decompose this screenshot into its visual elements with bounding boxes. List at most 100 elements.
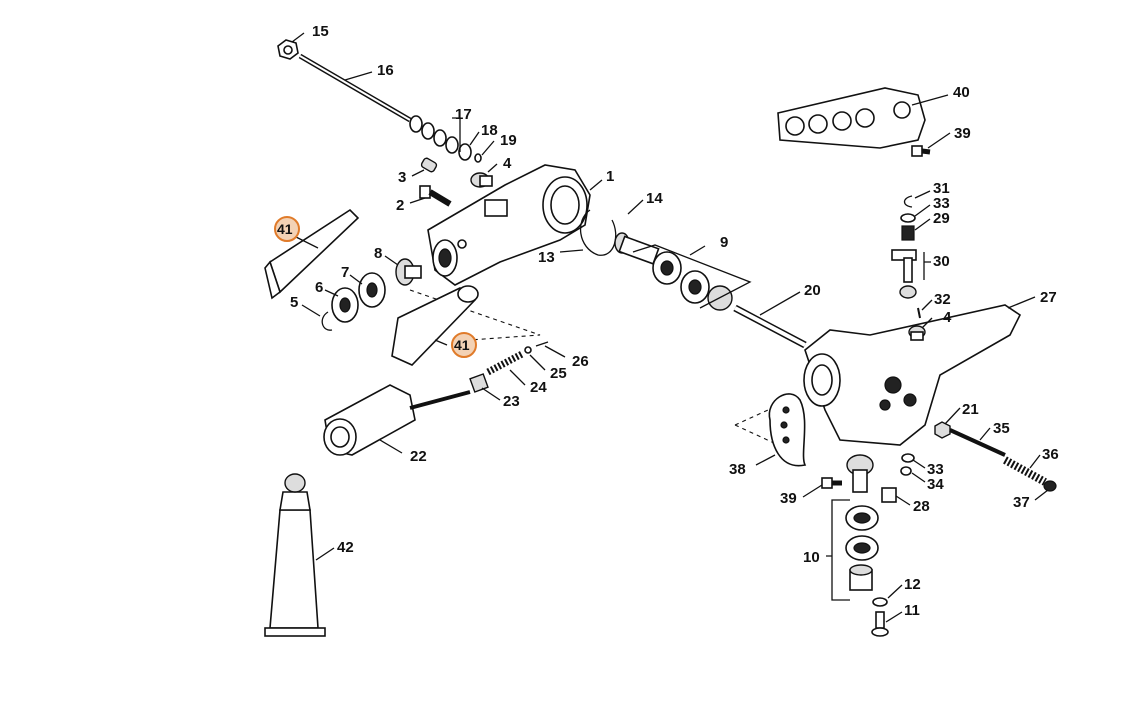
callout-30: 30: [933, 253, 950, 270]
callout-39-bottom: 39: [780, 490, 797, 507]
part-sprocket: [849, 564, 873, 591]
part-26-pin: [535, 341, 549, 347]
callout-1: 1: [606, 168, 614, 185]
part-42-grease-tube: [264, 473, 326, 637]
part-4-plug-top: [470, 172, 493, 188]
callout-8: 8: [374, 245, 382, 262]
part-20-drive-shaft: [733, 304, 807, 349]
callout-40: 40: [953, 84, 970, 101]
callout-41-lower: 41: [454, 337, 470, 353]
part-39-screw-bottom: [821, 477, 842, 489]
part-17-washers: [409, 115, 472, 161]
callout-31: 31: [933, 180, 950, 197]
part-10-bearings: [845, 505, 879, 561]
part-19-ring: [474, 153, 482, 163]
callout-33-bottom: 33: [927, 461, 944, 478]
part-25-ring: [524, 346, 532, 354]
callout-42: 42: [337, 539, 354, 556]
callout-33-top: 33: [933, 195, 950, 212]
callout-5: 5: [290, 294, 298, 311]
part-1-clamp-housing: [427, 164, 591, 286]
part-7-bearing: [358, 272, 386, 308]
assembly-line-tube: [409, 289, 541, 341]
part-24-spring: [486, 350, 524, 376]
highlighted-callout-41-lower: 41: [451, 332, 477, 358]
callout-35: 35: [993, 420, 1010, 437]
callout-4-top: 4: [503, 155, 512, 172]
callout-19: 19: [500, 132, 517, 149]
callout-24: 24: [530, 379, 547, 396]
part-38-cover: [768, 393, 807, 467]
part-5-circlip: [321, 311, 333, 331]
part-15-nut: [277, 39, 299, 60]
part-11-screw: [871, 611, 889, 637]
part-28-sleeve: [881, 487, 897, 503]
callout-12: 12: [904, 576, 921, 593]
callout-34: 34: [927, 476, 944, 493]
part-13-circlip: [579, 209, 617, 256]
callout-25: 25: [550, 365, 567, 382]
callout-2: 2: [396, 197, 404, 214]
callout-labels: 15 16 17 18 19 3 4 2 1 14 9 13 8 7 6 5 2…: [290, 23, 1059, 619]
part-31-circlip: [903, 195, 913, 208]
part-16-threaded-rod: [298, 53, 412, 123]
part-23-nut: [469, 373, 489, 393]
callout-20: 20: [804, 282, 821, 299]
part-27-gear-housing: [803, 304, 1022, 446]
part-32-pin: [917, 307, 921, 319]
part-41-sleeve-tube: [391, 285, 479, 366]
callout-17: 17: [455, 106, 472, 123]
part-33-washer-bottom: [901, 453, 915, 463]
part-4-plug-small: [899, 285, 917, 299]
part-8-gear: [395, 258, 422, 286]
callout-39-top: 39: [954, 125, 971, 142]
part-36-spring: [1003, 456, 1047, 486]
part-33-washer-top: [900, 213, 916, 223]
callout-26: 26: [572, 353, 589, 370]
highlighted-callout-41-upper: 41: [274, 216, 300, 242]
callout-36: 36: [1042, 446, 1059, 463]
part-6-bearing: [331, 287, 359, 323]
part-bevel-gear: [846, 454, 874, 493]
callout-23: 23: [503, 393, 520, 410]
callout-37: 37: [1013, 494, 1030, 511]
part-35-bolt: [949, 428, 1006, 457]
part-40-guard: [777, 87, 926, 149]
callout-6: 6: [315, 279, 323, 296]
leader-lines: [291, 32, 1049, 623]
callout-9: 9: [720, 234, 728, 251]
part-22-handle: [323, 384, 471, 456]
callout-32: 32: [934, 291, 951, 308]
part-37-cap: [1043, 480, 1057, 492]
callout-7: 7: [341, 264, 349, 281]
callout-27: 27: [1040, 289, 1057, 306]
callout-11: 11: [904, 602, 920, 619]
callout-16: 16: [377, 62, 394, 79]
callout-3: 3: [398, 169, 406, 186]
part-4-plug-right: [908, 325, 926, 341]
part-39-screw-top: [911, 145, 931, 157]
callout-41-upper: 41: [277, 221, 293, 237]
part-21-nut: [934, 421, 951, 439]
callout-15: 15: [312, 23, 329, 40]
callout-18: 18: [481, 122, 498, 139]
callout-29: 29: [933, 210, 950, 227]
part-9-bearings: [652, 251, 733, 311]
callout-13: 13: [538, 249, 555, 266]
callout-28: 28: [913, 498, 930, 515]
part-14-shaft: [614, 232, 660, 265]
part-29-spring: [901, 225, 915, 241]
callout-21: 21: [962, 401, 979, 418]
callout-38: 38: [729, 461, 746, 478]
part-2-screw: [419, 185, 452, 207]
callout-4-right: 4: [943, 309, 952, 326]
part-30-lever: [891, 249, 917, 283]
part-34-washer: [900, 466, 912, 476]
part-41-sleeve-upper: [264, 208, 360, 300]
part-3-set-screw: [420, 157, 438, 173]
part-12-washer: [872, 597, 888, 607]
callout-10: 10: [803, 549, 820, 566]
callout-14: 14: [646, 190, 663, 207]
callout-22: 22: [410, 448, 427, 465]
